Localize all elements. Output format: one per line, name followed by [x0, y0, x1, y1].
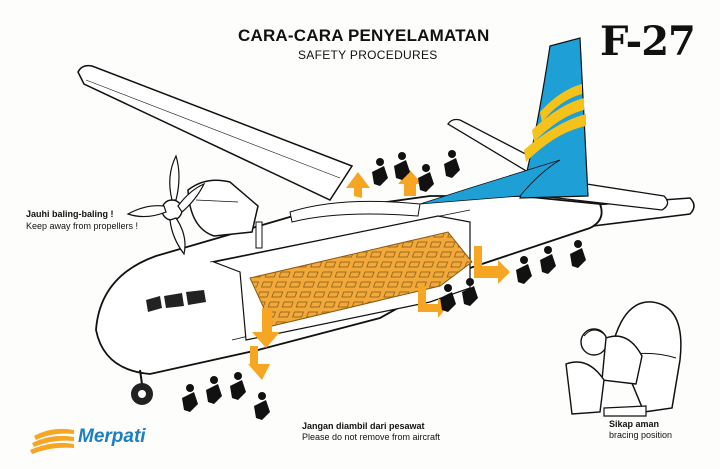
removal-notice-title: Jangan diambil dari pesawat — [302, 421, 425, 431]
merpati-logo-icon — [30, 428, 74, 454]
emergency-arrow-icon — [248, 170, 510, 380]
page-title: CARA-CARA PENYELAMATAN — [238, 26, 490, 45]
main-landing-gear — [255, 221, 263, 249]
nose-landing-gear — [131, 369, 153, 405]
bracing-title: Sikap aman — [609, 419, 660, 429]
left-wing — [77, 64, 354, 201]
bracing-text: bracing position — [609, 430, 673, 440]
aircraft-model: F-27 — [600, 18, 696, 65]
brace-position-icon — [565, 301, 682, 417]
tail-fin — [419, 37, 589, 205]
cabin-cutaway — [211, 200, 473, 341]
propeller-icon — [126, 154, 206, 256]
cockpit-windows — [146, 290, 206, 312]
page-subtitle: SAFETY PROCEDURES — [298, 48, 438, 62]
engine-nacelle — [187, 179, 259, 237]
propeller-warning-text: Keep away from propellers ! — [26, 221, 139, 231]
propeller-warning-title: Jauhi baling-baling ! — [26, 209, 114, 219]
brand-name: Merpati — [78, 426, 146, 447]
removal-notice-text: Please do not remove from aircraft — [302, 432, 441, 442]
evacuee-icon — [182, 150, 586, 420]
